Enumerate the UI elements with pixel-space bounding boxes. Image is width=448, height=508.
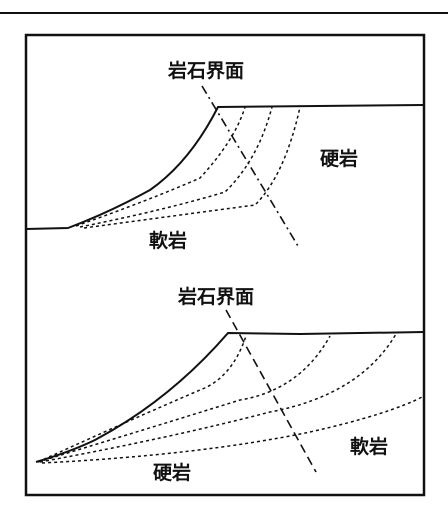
lower-failure-surface-3 xyxy=(39,333,397,463)
upper-panel xyxy=(25,85,425,247)
upper-soft-rock-label: 軟岩 xyxy=(149,230,188,252)
lower-hard-rock-label: 硬岩 xyxy=(153,462,192,484)
lower-rock-interface-line xyxy=(225,309,317,473)
lower-failure-surface-2 xyxy=(37,335,331,463)
upper-failure-surface-3 xyxy=(83,106,301,229)
upper-interface-label: 岩石界面 xyxy=(168,60,245,82)
diagram-frame xyxy=(24,33,426,497)
lower-failure-surface-4 xyxy=(41,395,425,464)
lower-soft-rock-label: 軟岩 xyxy=(350,436,389,458)
upper-failure-surface-1 xyxy=(75,106,246,227)
upper-rock-interface-line xyxy=(201,85,299,247)
upper-slope-profile xyxy=(25,104,425,230)
upper-failure-surface-2 xyxy=(79,106,273,228)
lower-interface-label: 岩石界面 xyxy=(178,286,255,308)
upper-hard-rock-label: 硬岩 xyxy=(320,148,359,170)
top-rule xyxy=(0,12,448,14)
lower-failure-surface-1 xyxy=(37,335,247,463)
lower-panel xyxy=(35,309,425,473)
